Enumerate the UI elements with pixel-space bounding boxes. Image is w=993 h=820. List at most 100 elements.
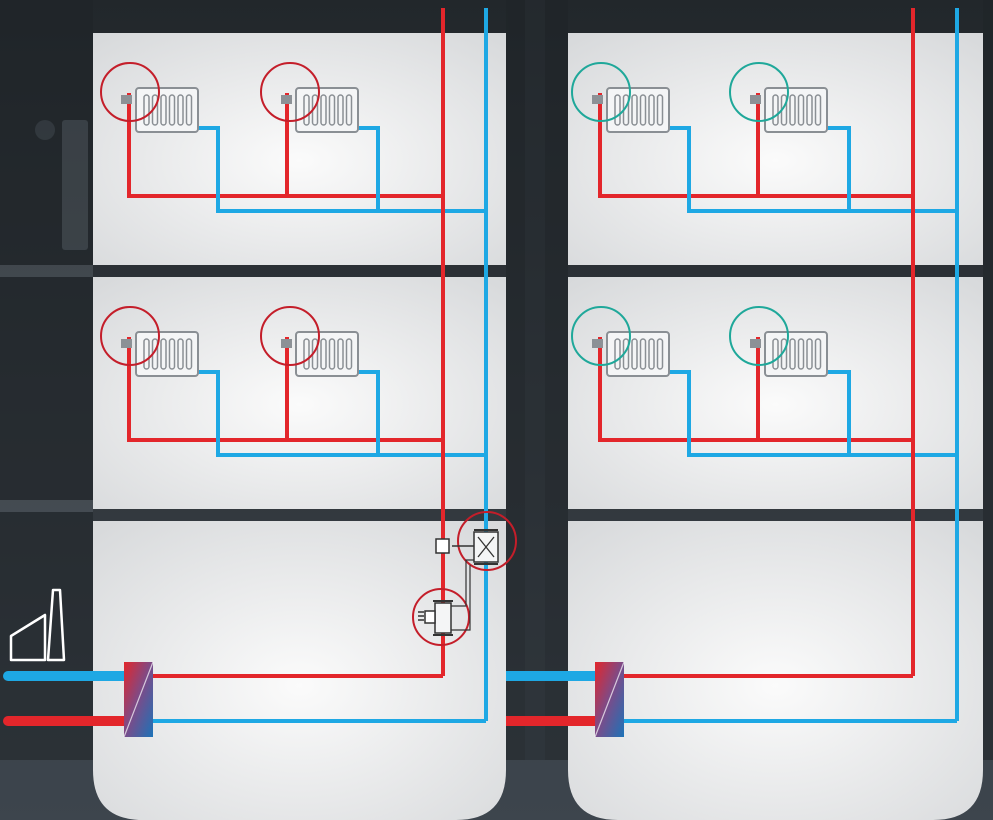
heat-exchanger-icon — [594, 661, 625, 738]
radiator-fin — [806, 94, 813, 126]
valve-highlight-circle — [260, 306, 320, 366]
equipment — [9, 62, 828, 738]
valve-flange — [433, 600, 453, 636]
pipe-network — [3, 8, 959, 726]
thermostatic-head-icon — [592, 339, 603, 348]
radiator-fin — [303, 338, 310, 370]
valve-highlight-circle — [412, 588, 470, 646]
radiator-fin — [814, 338, 822, 370]
radiator-fin — [320, 338, 327, 370]
thermostatic-head-icon — [592, 95, 603, 104]
thermostatic-head-icon — [281, 339, 292, 348]
radiator-fin — [168, 94, 176, 126]
valve-highlight-circle — [571, 306, 631, 366]
factory-chimney — [46, 588, 66, 662]
radiator-fin — [639, 338, 647, 370]
valve-handwheel — [424, 610, 436, 624]
radiator-fin — [143, 94, 150, 126]
basement-panel — [93, 521, 506, 820]
radiator-fin — [303, 94, 310, 126]
radiator-icon — [260, 62, 359, 133]
return-branch — [356, 126, 380, 211]
radiator-fin — [328, 338, 336, 370]
valve-highlight-circle — [100, 62, 160, 122]
radiator-fin — [772, 338, 779, 370]
floor-panel — [93, 277, 506, 509]
radiator-icon — [100, 62, 199, 133]
radiator-icon — [729, 62, 828, 133]
thermostatic-head-icon — [750, 95, 761, 104]
radiator-icon — [260, 306, 359, 377]
valve-handwheel — [418, 611, 424, 621]
radiator-fin — [185, 338, 193, 370]
radiator-fin — [806, 338, 813, 370]
radiator-fin — [168, 338, 176, 370]
return-branch — [827, 126, 851, 211]
valve-highlight-circle — [729, 306, 789, 366]
radiator-fin — [337, 338, 344, 370]
floor-panel — [93, 33, 506, 265]
thermostatic-head-icon — [281, 95, 292, 104]
supply-branch — [598, 337, 913, 442]
control-valve-icon — [435, 511, 517, 571]
radiator-fin — [177, 338, 184, 370]
radiator-fin — [656, 338, 664, 370]
valve-highlight-circle — [260, 62, 320, 122]
radiator-fin — [656, 94, 664, 126]
radiator-fin — [772, 94, 779, 126]
radiator-fin — [160, 94, 167, 126]
valve-flange — [474, 529, 498, 565]
return-branch — [827, 370, 851, 455]
valve-actuator — [435, 538, 450, 554]
radiator-icon — [571, 62, 670, 133]
valve-highlight-circle — [571, 62, 631, 122]
valve-highlight-circle — [729, 62, 789, 122]
valve-seat — [477, 536, 495, 558]
radiator-fin — [185, 94, 193, 126]
heat-exchanger-plate — [594, 661, 625, 738]
radiator-icon — [571, 306, 670, 377]
return-branch — [669, 126, 957, 213]
valve-highlight-circle — [100, 306, 160, 366]
radiator-fin — [631, 338, 638, 370]
radiator-fin — [814, 94, 822, 126]
supply-branch — [127, 93, 443, 198]
radiator-fin — [345, 338, 353, 370]
radiator-fin — [614, 338, 621, 370]
radiator-icon — [100, 306, 199, 377]
impulse-line — [451, 559, 474, 607]
radiator-fin — [143, 338, 150, 370]
factory-building — [9, 613, 47, 662]
radiator-fin — [797, 338, 805, 370]
factory-icon — [9, 588, 66, 662]
radiator-fin — [337, 94, 344, 126]
radiator-fin — [648, 338, 655, 370]
radiator-fin — [789, 338, 796, 370]
basement-panel — [568, 521, 983, 820]
return-branch — [356, 370, 380, 455]
heat-exchanger-icon — [123, 661, 154, 738]
radiator-fin — [320, 94, 327, 126]
thermostatic-head-icon — [750, 339, 761, 348]
radiator-fin — [797, 94, 805, 126]
radiator-fin — [639, 94, 647, 126]
balancing-valve-icon — [412, 588, 470, 646]
thermostatic-head-icon — [121, 95, 132, 104]
radiator-icon — [729, 306, 828, 377]
return-branch — [669, 370, 957, 457]
valve-highlight-circle — [457, 511, 517, 571]
radiator-fin — [177, 94, 184, 126]
return-branch — [198, 370, 486, 457]
radiator-fin — [345, 94, 353, 126]
valve-body — [434, 602, 452, 634]
radiator-fin — [328, 94, 336, 126]
radiator-fin — [614, 94, 621, 126]
return-branch — [198, 126, 486, 213]
thermostatic-head-icon — [121, 339, 132, 348]
heat-exchanger-plate — [123, 661, 154, 738]
radiator-fin — [648, 94, 655, 126]
radiator-fin — [631, 94, 638, 126]
radiator-fin — [789, 94, 796, 126]
supply-branch — [598, 93, 913, 198]
